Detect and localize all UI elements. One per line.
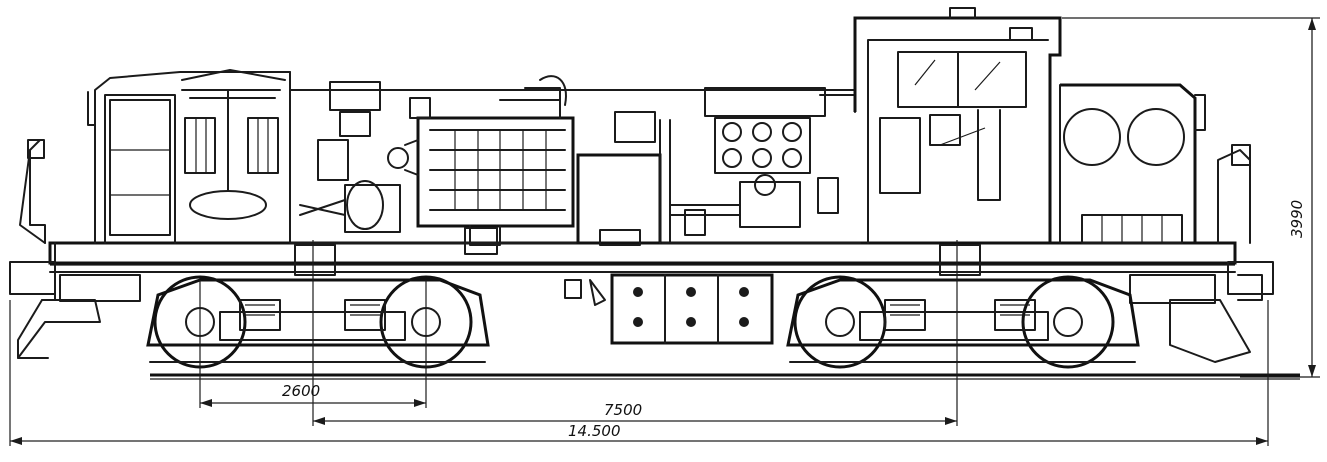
diesel-engine xyxy=(387,75,575,255)
cooling-unit xyxy=(704,87,856,228)
fuel-tank xyxy=(564,273,774,345)
center-lines xyxy=(9,240,1269,446)
front-pilot xyxy=(17,139,101,359)
generator xyxy=(576,111,741,246)
rear-hood xyxy=(1059,83,1206,244)
dimension-label-height: 3990 xyxy=(1288,200,1306,238)
dimension-height: 3990 xyxy=(1062,17,1320,378)
dimension-bogie-centers: 7500 xyxy=(313,401,957,425)
dimension-label-wheelbase: 2600 xyxy=(282,382,320,400)
dimension-overall-length: 14.500 xyxy=(10,422,1268,445)
dimension-wheelbase: 2600 xyxy=(200,382,426,407)
rear-pilot xyxy=(1169,144,1263,363)
underframe xyxy=(9,241,1274,304)
long-hood xyxy=(289,71,861,244)
rear-bogie xyxy=(786,244,1140,369)
short-hood xyxy=(87,69,291,244)
dimension-label-overall-length: 14.500 xyxy=(568,422,621,440)
rail-line xyxy=(150,373,1300,380)
cab xyxy=(853,7,1062,244)
dimension-label-bogie-centers: 7500 xyxy=(604,401,642,419)
